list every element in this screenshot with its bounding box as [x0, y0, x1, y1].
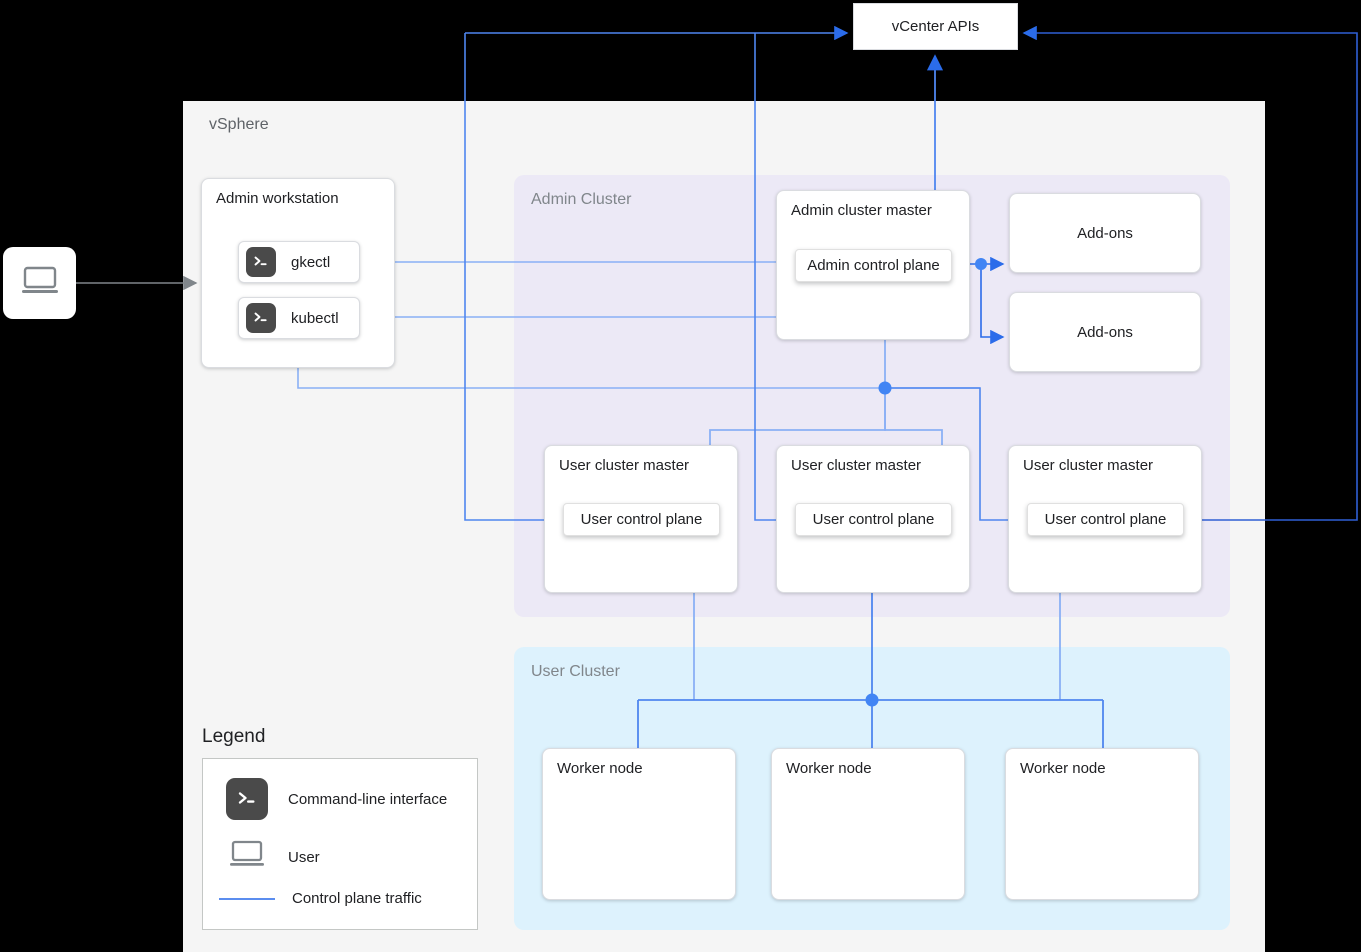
- user-cluster-master-title: User cluster master: [559, 457, 690, 474]
- addons-box-1[interactable]: Add-ons: [1009, 193, 1201, 273]
- legend-item-user: User: [226, 840, 320, 875]
- user-control-plane-box-1[interactable]: User control plane: [563, 503, 720, 536]
- admin-control-plane-box[interactable]: Admin control plane: [795, 249, 952, 282]
- worker-node-box-2[interactable]: Worker node: [771, 748, 965, 900]
- terminal-icon: [246, 303, 276, 333]
- user-cluster-label: User Cluster: [531, 663, 620, 680]
- user-cluster-master-title: User cluster master: [791, 457, 922, 474]
- addons-box-2[interactable]: Add-ons: [1009, 292, 1201, 372]
- vcenter-apis-label: vCenter APIs: [891, 18, 980, 35]
- legend-item-traffic: Control plane traffic: [219, 890, 422, 907]
- terminal-icon: [246, 247, 276, 277]
- admin-workstation-title: Admin workstation: [216, 190, 339, 207]
- worker-node-label: Worker node: [786, 760, 872, 777]
- terminal-icon: [226, 778, 268, 820]
- legend-item-user-label: User: [288, 849, 320, 866]
- vcenter-apis-box[interactable]: vCenter APIs: [853, 3, 1018, 50]
- admin-cluster-label: Admin Cluster: [531, 191, 632, 208]
- cli-gkectl[interactable]: gkectl: [238, 241, 360, 283]
- worker-node-label: Worker node: [1020, 760, 1106, 777]
- laptop-icon: [226, 840, 268, 875]
- legend-item-cli-label: Command-line interface: [288, 790, 448, 808]
- line-swatch-icon: [219, 897, 275, 900]
- cli-kubectl-label: kubectl: [291, 309, 339, 327]
- user-control-plane-label: User control plane: [812, 511, 935, 528]
- worker-node-box-1[interactable]: Worker node: [542, 748, 736, 900]
- user-cluster-master-title: User cluster master: [1023, 457, 1154, 474]
- legend-item-cli: Command-line interface: [226, 778, 447, 820]
- addons-label: Add-ons: [1077, 323, 1133, 341]
- cli-kubectl[interactable]: kubectl: [238, 297, 360, 339]
- cli-gkectl-label: gkectl: [291, 253, 331, 271]
- user-control-plane-label: User control plane: [1044, 511, 1167, 528]
- addons-label: Add-ons: [1077, 224, 1133, 242]
- worker-node-box-3[interactable]: Worker node: [1005, 748, 1199, 900]
- admin-control-plane-label: Admin control plane: [807, 257, 940, 274]
- legend-title: Legend: [202, 726, 266, 747]
- user-control-plane-box-3[interactable]: User control plane: [1027, 503, 1184, 536]
- admin-cluster-master-title: Admin cluster master: [791, 202, 932, 219]
- worker-node-label: Worker node: [557, 760, 643, 777]
- vsphere-label: vSphere: [209, 116, 269, 133]
- user-control-plane-label: User control plane: [580, 511, 703, 528]
- legend-item-traffic-label: Control plane traffic: [292, 890, 422, 907]
- laptop-icon: [20, 266, 60, 301]
- user-node-box[interactable]: [3, 247, 76, 319]
- user-control-plane-box-2[interactable]: User control plane: [795, 503, 952, 536]
